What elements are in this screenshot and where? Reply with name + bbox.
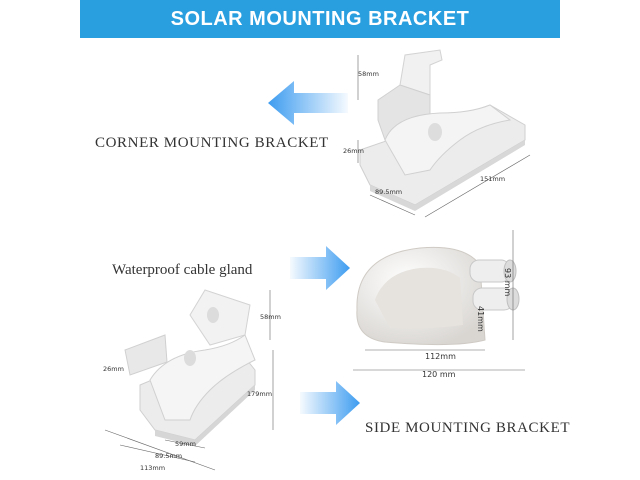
title-banner: SOLAR MOUNTING BRACKET	[80, 0, 560, 38]
side-top-dim: 59mm	[175, 440, 196, 448]
gland-inner-dim: 41mm	[476, 306, 485, 332]
gland-total-dim: 120 mm	[422, 370, 456, 379]
corner-bracket-label: CORNER MOUNTING BRACKET	[95, 135, 329, 151]
arrow-left-icon	[268, 81, 348, 125]
side-base-dim: 113mm	[140, 464, 166, 472]
arrow-right-icon	[290, 246, 350, 290]
cable-gland-image	[353, 230, 525, 371]
side-bracket-label: SIDE MOUNTING BRACKET	[365, 420, 571, 436]
corner-depth-dim: 26mm	[343, 147, 364, 155]
corner-bracket-image	[357, 49, 531, 218]
corner-length-dim: 151mm	[480, 175, 506, 183]
page-title: SOLAR MOUNTING BRACKET	[170, 7, 470, 30]
corner-width-dim: 89.5mm	[375, 188, 403, 196]
gland-height-dim: 93 mm	[503, 268, 512, 297]
side-height-dim: 58mm	[260, 313, 281, 321]
side-length-dim: 179mm	[247, 390, 273, 398]
cable-gland-label: Waterproof cable gland	[112, 262, 253, 278]
corner-height-dim: 58mm	[358, 70, 379, 78]
side-bracket-image	[104, 289, 274, 471]
gland-base-dim: 112mm	[425, 352, 456, 361]
side-depth-dim: 26mm	[103, 365, 124, 373]
side-mid-dim: 89.5mm	[155, 452, 183, 460]
arrow-right-icon	[300, 381, 360, 425]
